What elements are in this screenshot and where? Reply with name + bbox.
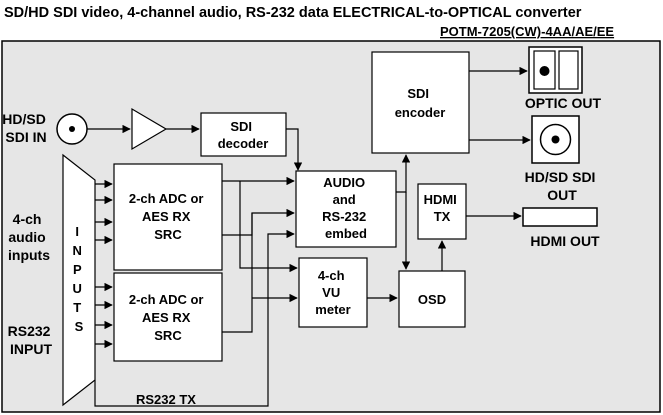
- sdi-out-label: HD/SD SDI OUT: [525, 169, 600, 203]
- optic-out-label: OPTIC OUT: [525, 95, 602, 111]
- hdmi-out-connector-icon: [522, 207, 598, 227]
- rs232-tx-line: [94, 229, 295, 407]
- sdi-out-bnc-icon: [531, 115, 580, 164]
- hdmi-tx-label: HDMI TX: [424, 192, 461, 224]
- sdi-decoder-block: [200, 112, 287, 157]
- sdi-in-label: HD/SD SDI IN: [2, 111, 49, 145]
- audio-embed-block: [295, 170, 397, 248]
- hdmi-tx-block: [417, 183, 467, 240]
- optic-out-connector-icon: [528, 46, 583, 94]
- hdmi-out-label: HDMI OUT: [530, 233, 600, 249]
- model-number: POTM-7205(CW)-4AA/AE/EE: [440, 24, 614, 39]
- osd-block: [398, 270, 466, 328]
- sdi-in-bnc-icon: [56, 113, 88, 145]
- adc-block-1-label: 2-ch ADC or AES RX SRC: [129, 191, 207, 242]
- sdi-encoder-block: [371, 51, 470, 154]
- sdi-encoder-label: SDI encoder: [395, 86, 446, 120]
- audio-routing-lines: [222, 176, 298, 333]
- osd-label: OSD: [418, 292, 446, 307]
- sdi-amplifier-icon: [131, 107, 168, 151]
- diagram-title: SD/HD SDI video, 4-channel audio, RS-232…: [4, 5, 582, 21]
- adc-block-2-label: 2-ch ADC or AES RX SRC: [129, 292, 207, 343]
- audio-inputs-label: 4-ch audio inputs: [8, 211, 50, 263]
- rs232-input-label: RS232 INPUT: [8, 323, 55, 357]
- adc-block-2: [113, 272, 223, 362]
- adc-block-1: [113, 163, 223, 271]
- sdi-decoder-label: SDI decoder: [218, 119, 269, 151]
- adc-input-arrows: [95, 179, 113, 349]
- vu-meter-block: [298, 257, 368, 328]
- rs232-tx-label: RS232 TX: [136, 392, 196, 407]
- vu-meter-label: 4-ch VU meter: [315, 268, 350, 317]
- audio-embed-label: AUDIO and RS-232 embed: [322, 175, 370, 241]
- inputs-block: [62, 153, 96, 407]
- inputs-vertical-label: I N P U T S: [72, 224, 85, 334]
